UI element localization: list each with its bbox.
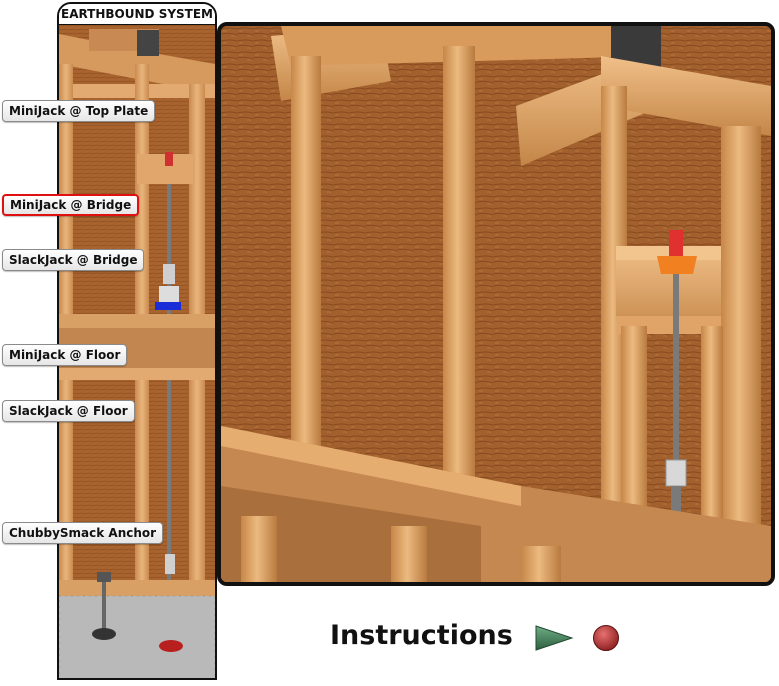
- nav-button-minijack-top-plate[interactable]: MiniJack @ Top Plate: [2, 100, 156, 122]
- play-triangle-icon[interactable]: [534, 624, 574, 652]
- nav-button-slackjack-floor[interactable]: SlackJack @ Floor: [2, 400, 135, 422]
- nav-button-slackjack-bridge[interactable]: SlackJack @ Bridge: [2, 249, 145, 271]
- stop-circle-icon[interactable]: [592, 624, 620, 652]
- instructions-label: Instructions: [330, 620, 513, 651]
- detail-illustration: [221, 26, 771, 582]
- nav-button-minijack-floor[interactable]: MiniJack @ Floor: [2, 344, 128, 366]
- nav-button-minijack-bridge[interactable]: MiniJack @ Bridge: [2, 194, 140, 216]
- system-title: EARTHBOUND SYSTEM: [59, 4, 215, 25]
- detail-viewer: [217, 22, 775, 586]
- nav-button-chubbysmack-anchor[interactable]: ChubbySmack Anchor: [2, 522, 164, 544]
